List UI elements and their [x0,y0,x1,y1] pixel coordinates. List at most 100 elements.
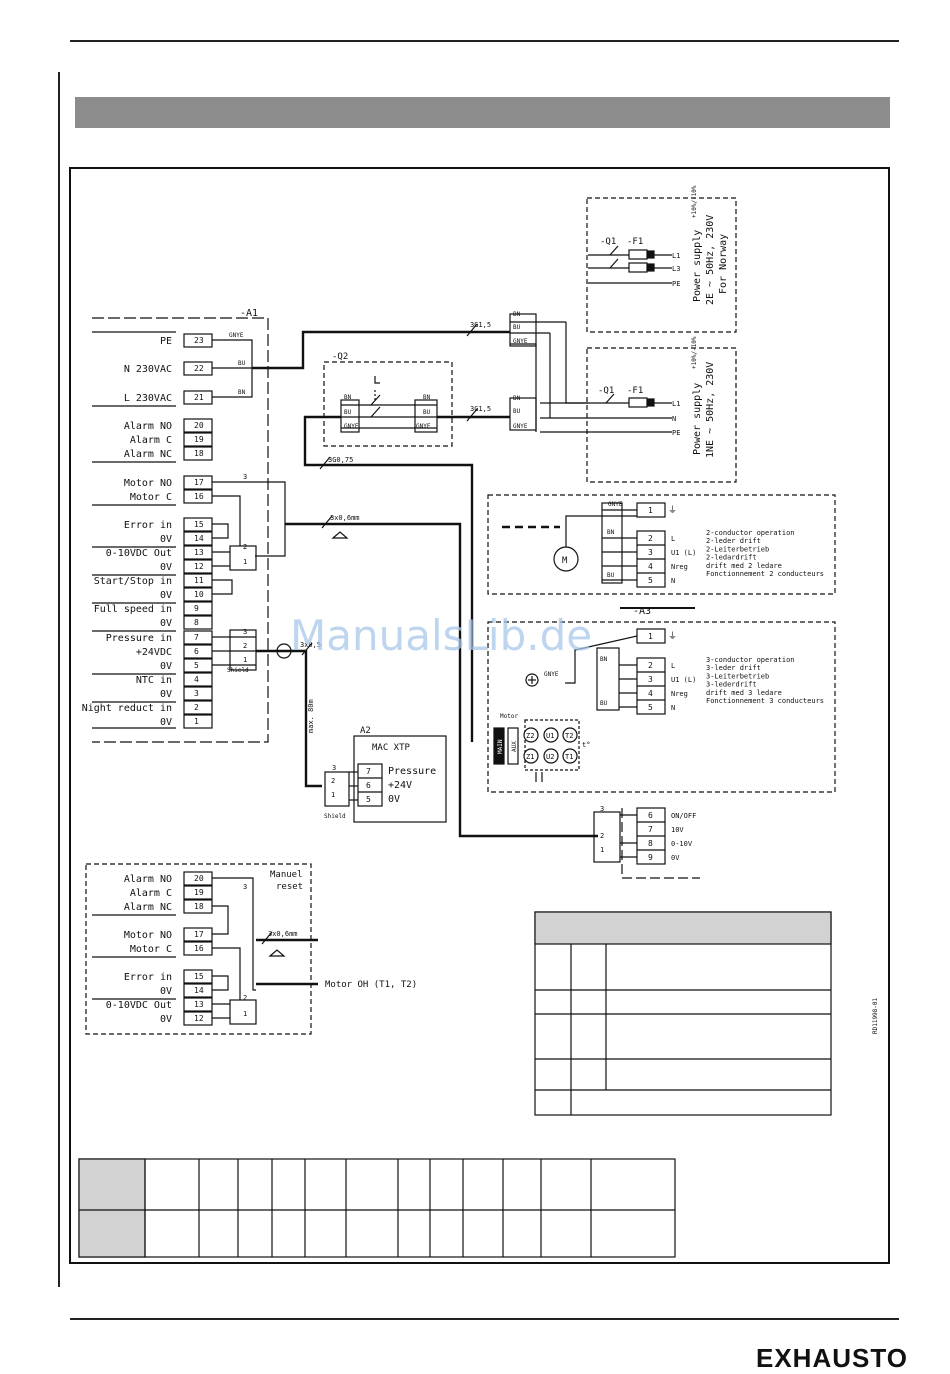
a1-terminal-num: 10 [194,590,204,599]
a1-terminal-label: PE [160,336,172,347]
a1-cable-num-3: 3 [243,473,247,481]
a1-terminal-label: Error in [124,520,172,531]
motor3-desc-line: drift med 3 ledare [706,689,782,697]
terminal-l1-2e: L1 [672,252,680,260]
a1-terminal-num: 14 [194,534,204,543]
a2-label: A2 [360,726,371,736]
motor-3-conductor: -A3 1 ⏚ 2 3 4 5 L U1 (L) Nreg N BN BU GN… [487,606,836,793]
motor3-node [562,727,578,743]
a2-cable-2: 2 [331,777,335,785]
f1-label-2e: -F1 [627,237,643,247]
motor3-term-5: 5 [648,703,653,712]
power-supply-2e: -Q1 -F1 L1 L3 PE Power supply 2E ~ 50Hz,… [586,185,737,333]
a1-terminal-label: 0V [160,590,172,601]
a1-terminal-num: 12 [194,562,204,571]
q2-left-gnye: GNYE [344,423,359,430]
motor2-term-5: 5 [648,576,653,585]
motor3-desc-line: 3-leder drift [706,664,761,672]
a1-terminal-label: 0-10VDC Out [106,548,172,559]
alt-terminal-label: Error in [124,972,172,983]
ctrl-on-off: ON/OFF [671,812,696,820]
a1-terminal-num: 18 [194,449,204,458]
a1-terminal-num: 13 [194,548,204,557]
a1-bn: BN [238,389,246,396]
motor3-motor-label: Motor [500,713,518,720]
upper-bu: BU [513,324,521,331]
a1-terminal-num: 4 [194,675,199,684]
controller-a1: -A1 [92,308,269,743]
a1-terminal-num: 17 [194,478,204,487]
a2-0v: 0V [388,794,400,805]
cable-3x06-alt: 3x0,6mm [268,930,298,938]
lower-bn: BN [513,395,521,402]
manuel-reset-2: reset [276,882,303,892]
a1-terminal-num: 6 [194,647,199,656]
alt-terminal-box [183,899,213,914]
motor2-term-4: 4 [648,562,653,571]
a1-power-wiring: GNYE BU BN 3G1,5 [212,321,510,398]
alt-terminal-box [183,927,213,942]
a1-terminal-label: Night reduct in [82,703,172,714]
alt-terminal-box [183,983,213,998]
motor2-term-2: 2 [648,534,653,543]
a1-pressure-cable-2: 2 [243,642,247,650]
alt-terminal-num: 17 [194,930,204,939]
supply-1ne-line-1: Power supply [692,383,703,455]
a1-terminal-box [183,615,213,630]
motor3-term-2: 2 [648,661,653,670]
bottom-table [78,1158,676,1258]
ctrl-cable-1: 1 [600,846,604,854]
a1-terminal-label: Alarm NC [124,449,172,460]
switch-q2: -Q2 BN BU GNYE BN BU GNYE 3G1,5 3G0,75 [303,352,510,742]
alt-terminal-label: 0-10VDC Out [106,1000,172,1011]
f1-label-1ne: -F1 [627,386,643,396]
motor2-desc-line: drift med 2 ledare [706,562,782,570]
alt-wiring-manual-reset: Manuel reset 3 2 1 3x0,6mm Motor OH (T1,… [85,863,417,1035]
motor3-u1: U1 (L) [671,676,696,684]
motor3-desc-line: 3-Leiterbetrieb [706,672,769,680]
q1-label-2e: -Q1 [600,237,616,247]
a2-24v: +24V [388,780,412,791]
a2-pressure: Pressure [388,766,436,777]
a1-terminal-label: 0V [160,717,172,728]
alt-terminal-num: 16 [194,944,204,953]
ctrl-term-6: 6 [648,811,653,820]
alt-terminal-label: 0V [160,986,172,997]
a1-terminal-label: Alarm NO [124,421,172,432]
alt-terminal-box [183,871,213,886]
motor-oh-label: Motor OH (T1, T2) [325,980,417,990]
motor2-nreg: Nreg [671,563,688,571]
ctrl-cable-2: 2 [600,832,604,840]
diagram-frame [69,167,890,1264]
top-rule [70,40,899,42]
a1-terminal-box [183,446,213,461]
ctrl-term-7: 7 [648,825,653,834]
bottom-rule [70,1318,899,1320]
a1-signal-wiring: 17 3 2 1 3x0,6mm 3 2 1 Shield 3x0,5 max.… [212,473,598,838]
cable-max-80m: max. 80m [307,699,315,733]
power-supply-1ne: -Q1 -F1 L1 N PE Power supply 1NE ~ 50Hz,… [540,336,737,483]
motor3-node [543,748,559,764]
a1-terminal-box [183,672,213,687]
motor3-bu: BU [600,700,608,707]
ctrl-term-8: 8 [648,839,653,848]
motor3-node-label: U2 [546,753,554,761]
a1-pressure-cable-1: 1 [243,656,247,664]
a2-term-7: 7 [366,767,371,776]
motor2-desc-line: 2-Leiterbetrieb [706,545,769,553]
a1-terminal-num: 15 [194,520,204,529]
a1-terminal-label: Motor C [130,492,172,503]
section-header-band [75,97,890,128]
motor3-node-label: Z2 [526,732,534,740]
supply-1ne-line-2: 1NE ~ 50Hz, 230V [705,362,716,458]
lower-gnye: GNYE [513,423,528,430]
right-table [534,911,832,1116]
motor3-desc-line: 3-lederdrift [706,681,757,689]
motor3-node-label: Z1 [526,753,534,761]
alt-terminal-label: Alarm C [130,888,172,899]
a2-term-5: 5 [366,795,371,804]
alt-terminal-num: 13 [194,1000,204,1009]
a2-title: MAC XTP [372,743,411,753]
